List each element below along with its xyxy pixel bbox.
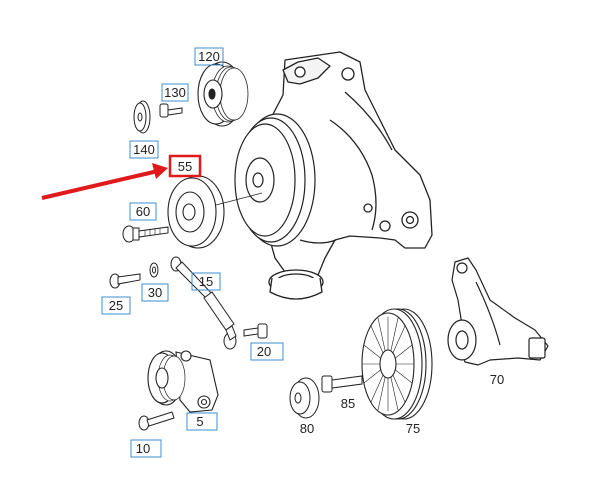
label-box-130[interactable]: 130 (161, 83, 189, 102)
label-55: 55 (178, 159, 192, 174)
strut-15 (170, 256, 237, 350)
bracket-70 (447, 257, 549, 366)
label-60: 60 (136, 204, 150, 219)
label-120: 120 (198, 49, 220, 64)
label-70[interactable]: 70 (490, 372, 504, 387)
bolt-20 (243, 323, 268, 339)
label-box-30[interactable]: 30 (141, 283, 169, 302)
idler-pulley (197, 61, 249, 127)
label-box-60[interactable]: 60 (129, 202, 157, 221)
label-box-55[interactable]: 55 (168, 154, 202, 178)
pulley-55 (167, 175, 263, 249)
bolt-60 (122, 225, 169, 243)
label-box-5[interactable]: 5 (186, 412, 218, 431)
label-box-20[interactable]: 20 (250, 342, 284, 361)
label-15: 15 (199, 274, 213, 289)
washer-30 (149, 262, 159, 278)
label-box-10[interactable]: 10 (130, 439, 162, 458)
label-85[interactable]: 85 (341, 396, 355, 411)
label-box-140[interactable]: 140 (129, 140, 159, 159)
label-75[interactable]: 75 (406, 421, 420, 436)
cover-cap-80 (289, 377, 320, 419)
label-box-25[interactable]: 25 (101, 296, 131, 315)
belt-tensioner-5 (147, 350, 219, 413)
label-30: 30 (148, 285, 162, 300)
water-pump-pulley (234, 113, 316, 247)
bolt-25 (109, 273, 141, 289)
cover-cap-140 (133, 100, 151, 134)
label-80[interactable]: 80 (300, 421, 314, 436)
bolt-85 (321, 375, 363, 393)
highlight-arrowhead (152, 163, 168, 179)
label-box-120[interactable]: 120 (194, 47, 224, 66)
label-20: 20 (257, 344, 271, 359)
label-box-15[interactable]: 15 (191, 272, 221, 291)
label-10: 10 (136, 441, 150, 456)
label-25: 25 (109, 298, 123, 313)
highlight-arrow (41, 169, 159, 200)
bolt-10 (138, 411, 175, 431)
bolt-130 (159, 103, 183, 118)
label-140: 140 (133, 142, 155, 157)
pulley-75 (361, 308, 433, 420)
label-5: 5 (196, 414, 203, 429)
label-130: 130 (164, 85, 186, 100)
